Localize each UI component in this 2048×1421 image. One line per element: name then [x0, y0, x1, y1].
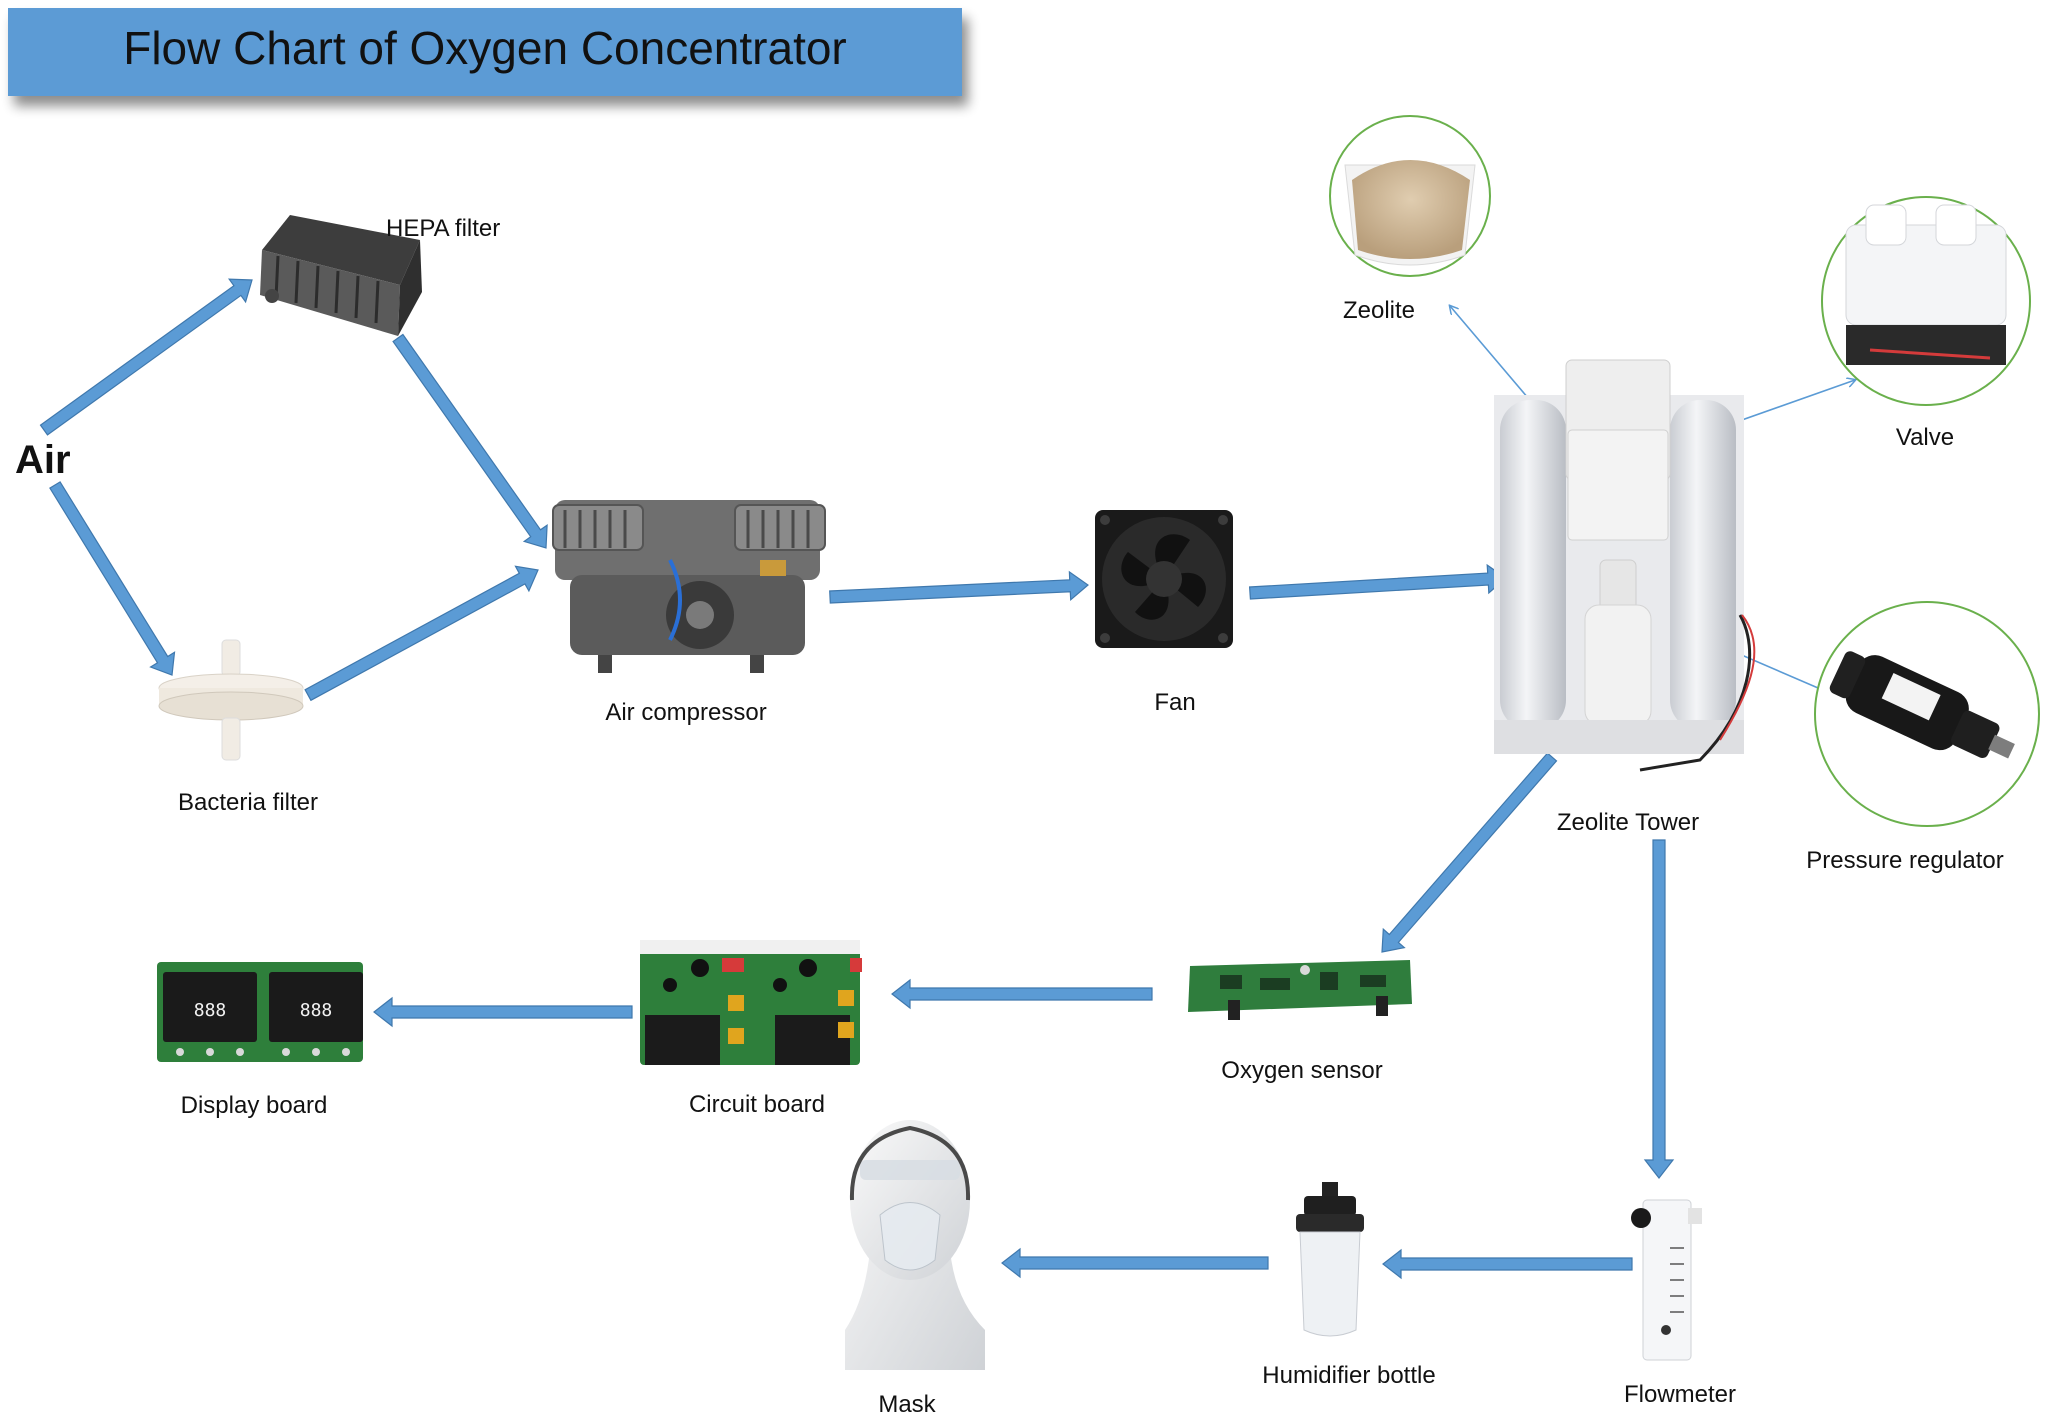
label-humidifier-bottle: Humidifier bottle [1262, 1362, 1435, 1389]
label-zeolite: Zeolite [1343, 297, 1415, 324]
flow-arrow-air-compressor-to-fan [829, 570, 1089, 604]
label-zeolite-tower: Zeolite Tower [1557, 809, 1699, 836]
air-compressor-image [552, 500, 826, 673]
label-pressure-regulator: Pressure regulator [1806, 847, 2003, 874]
label-flowmeter: Flowmeter [1624, 1381, 1736, 1408]
flow-arrow-flowmeter-to-humidifier-bottle [1382, 1248, 1633, 1280]
flow-arrow-fan-to-zeolite-tower [1248, 563, 1507, 600]
flow-arrow-hepa-filter-to-air-compressor [392, 333, 548, 549]
zeolite-image [1329, 115, 1491, 277]
circuit-board-image [640, 940, 862, 1065]
fan-image [1095, 510, 1233, 648]
flow-arrow-oxygen-sensor-to-circuit-board [891, 978, 1153, 1010]
display-digits-left: 888 [194, 1000, 227, 1021]
mask-image [845, 1120, 985, 1370]
valve-image [1821, 196, 2031, 406]
label-oxygen-sensor: Oxygen sensor [1221, 1057, 1382, 1084]
label-circuit-board: Circuit board [689, 1091, 825, 1118]
label-display-board: Display board [181, 1092, 328, 1119]
flow-arrow-air-to-hepa-filter [39, 278, 253, 436]
flow-arrow-zeolite-tower-to-oxygen-sensor [1381, 752, 1558, 953]
flowmeter-image [1631, 1199, 1702, 1361]
labels: Air HEPA filter Bacteria filter Air comp… [15, 215, 2004, 1418]
bacteria-filter-image [158, 639, 304, 761]
display-board-image: 888 888 [157, 962, 363, 1062]
flow-arrows [39, 278, 1675, 1280]
humidifier-bottle-image [1296, 1182, 1364, 1337]
flow-arrow-air-to-bacteria-filter [49, 481, 176, 676]
flow-arrow-zeolite-tower-to-flowmeter [1643, 839, 1675, 1179]
oxygen-sensor-image [1188, 960, 1412, 1020]
label-mask: Mask [878, 1391, 936, 1418]
label-valve: Valve [1896, 424, 1954, 451]
pressure-regulator-image [1814, 601, 2040, 827]
label-hepa-filter: HEPA filter [386, 215, 500, 242]
title-banner: Flow Chart of Oxygen Concentrator [8, 8, 962, 96]
hepa-filter-image [260, 215, 422, 336]
callout-zeolite [1450, 306, 1535, 406]
page-title: Flow Chart of Oxygen Concentrator [123, 22, 847, 74]
title-background [8, 8, 962, 96]
label-bacteria-filter: Bacteria filter [178, 789, 318, 816]
zeolite-tower-image [1494, 359, 1756, 772]
flow-arrow-bacteria-filter-to-air-compressor [304, 565, 539, 702]
label-air-compressor: Air compressor [605, 699, 766, 726]
display-digits-right: 888 [300, 1000, 333, 1021]
flow-arrow-circuit-board-to-display-board [373, 996, 633, 1028]
flow-arrow-humidifier-bottle-to-mask [1001, 1247, 1269, 1279]
label-fan: Fan [1154, 689, 1195, 716]
label-air: Air [15, 438, 71, 482]
